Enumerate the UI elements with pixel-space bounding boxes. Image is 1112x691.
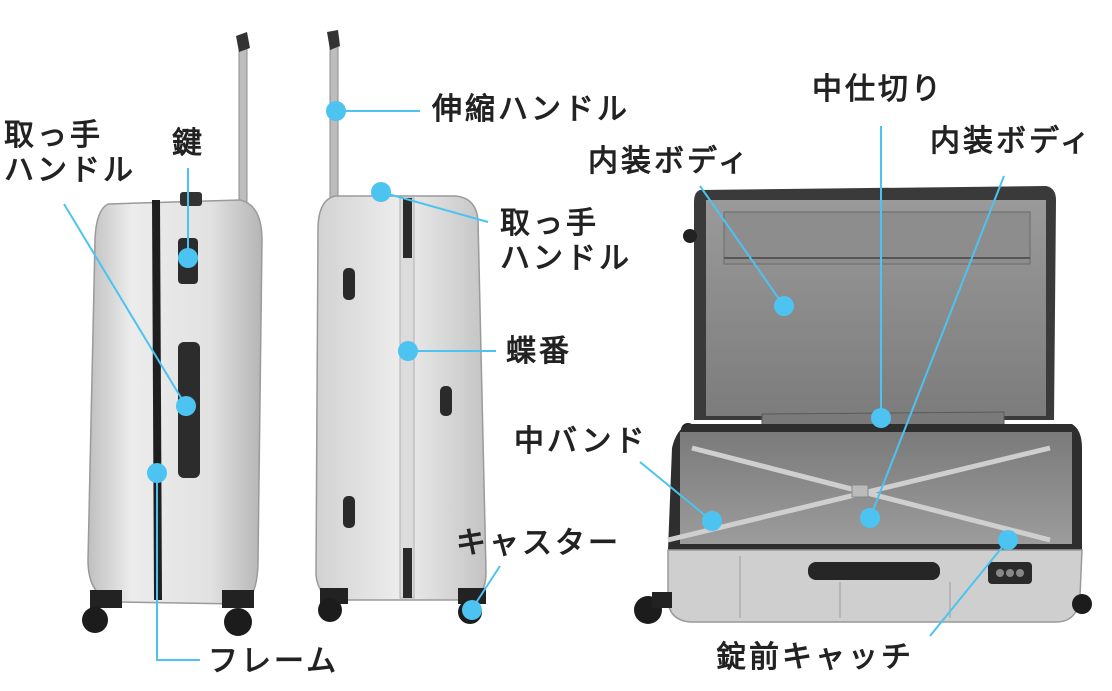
dot-hinge: [398, 341, 418, 361]
dot-telescopic: [326, 101, 346, 121]
label-divider: 中仕切り: [812, 72, 944, 107]
left-wheel-housing-1: [90, 590, 122, 608]
dot-divider: [871, 408, 891, 428]
label-grip-left-line1: 取っ手: [4, 118, 136, 153]
dot-caster: [462, 600, 482, 620]
label-lining-upper: 内装ボディ: [588, 144, 751, 179]
dot-band: [702, 511, 722, 531]
label-grip-right-line2: ハンドル: [500, 241, 632, 276]
open-lid-wheel-1: [683, 229, 697, 243]
open-lid-pocket: [724, 212, 1030, 264]
open-wheel-2: [1072, 594, 1092, 614]
left-wheel-housing-2: [222, 590, 254, 608]
open-suitcase: [634, 186, 1092, 624]
left-wheel-2: [224, 608, 252, 636]
label-hinge: 蝶番: [506, 334, 572, 369]
middle-foot-3: [343, 496, 355, 528]
dot-frame: [147, 463, 167, 483]
dot-latch: [998, 530, 1018, 550]
dot-right-grip: [371, 182, 391, 202]
open-combo-dial-3: [1016, 569, 1024, 577]
label-grip-left: 取っ手 ハンドル: [4, 118, 136, 189]
open-band-buckle: [852, 485, 868, 497]
open-combo-dial-1: [996, 569, 1004, 577]
open-combo-dial-2: [1006, 569, 1014, 577]
label-lock: 鍵: [172, 126, 205, 161]
dot-lining-upper: [774, 296, 794, 316]
left-top-bump: [180, 192, 202, 206]
label-frame: フレーム: [208, 644, 339, 679]
label-grip-right: 取っ手 ハンドル: [500, 206, 632, 277]
middle-foot-2: [440, 386, 452, 416]
label-telescopic-handle: 伸縮ハンドル: [432, 92, 630, 127]
label-caster: キャスター: [456, 526, 621, 561]
label-grip-left-line2: ハンドル: [4, 153, 136, 188]
middle-telescopic-handle: [330, 45, 338, 205]
label-grip-right-line1: 取っ手: [500, 206, 632, 241]
label-latch: 錠前キャッチ: [716, 640, 914, 675]
left-telescopic-handle: [239, 48, 247, 218]
left-suitcase-body: [88, 200, 262, 604]
middle-foot-1: [343, 268, 355, 300]
dot-lining-lower: [860, 508, 880, 528]
dot-lock: [178, 248, 198, 268]
left-wheel-1: [82, 607, 108, 633]
left-handle-top: [236, 32, 250, 52]
open-carry-handle: [808, 562, 940, 580]
open-base-shell: [668, 550, 1082, 622]
dot-left-grip: [176, 396, 196, 416]
middle-hinge-top: [403, 198, 412, 258]
middle-hinge-bottom: [403, 548, 412, 598]
label-lining-lower: 内装ボディ: [930, 124, 1093, 159]
label-middle-band: 中バンド: [514, 424, 648, 459]
middle-wheel-1: [318, 598, 342, 622]
open-wheel-housing: [652, 592, 672, 608]
